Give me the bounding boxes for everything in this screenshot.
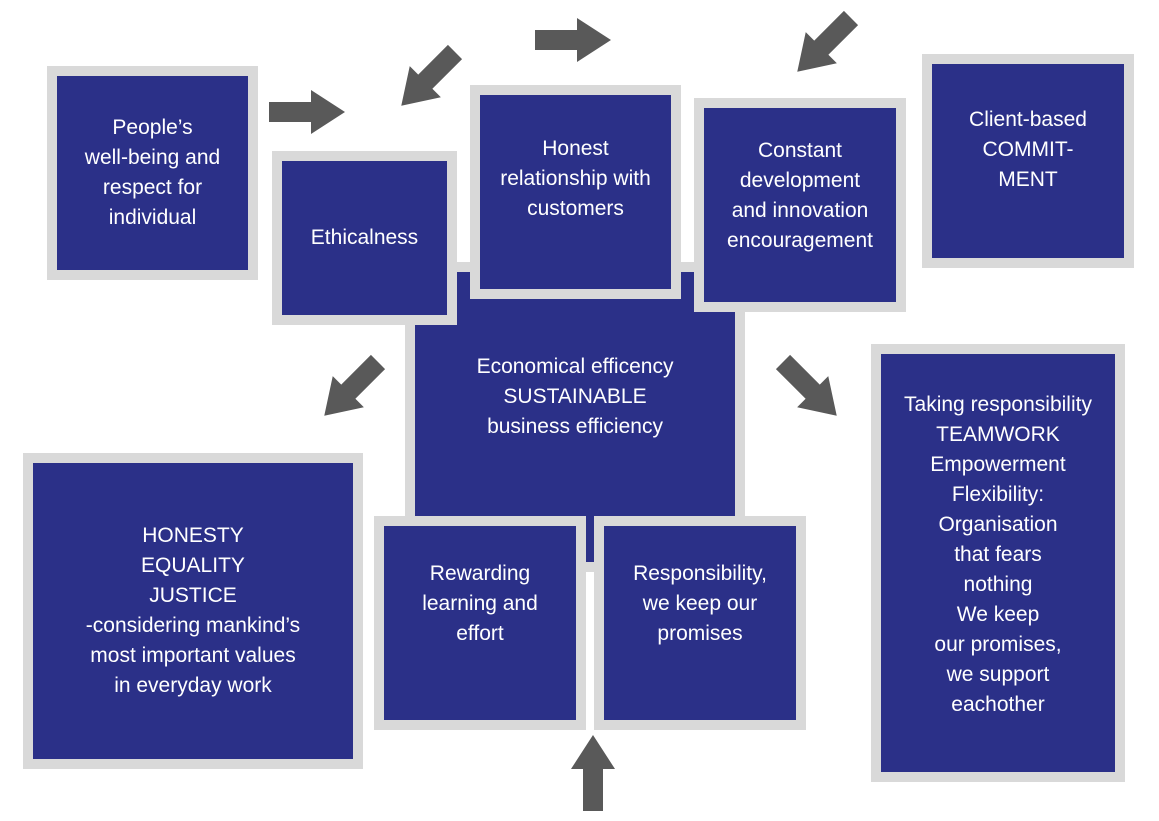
arrow-down-right-teamwork bbox=[767, 346, 853, 432]
ethicalness-text: Ethicalness bbox=[310, 226, 419, 249]
box-honest-relationship: Honest relationship with customers bbox=[470, 85, 681, 299]
rewarding-learning-text: Rewarding learning and effort bbox=[422, 562, 538, 645]
arrow-right-top bbox=[535, 18, 611, 62]
box-honesty-equality: HONESTY EQUALITY JUSTICE -considering ma… bbox=[23, 453, 363, 769]
box-wellbeing: People’s well-being and respect for indi… bbox=[47, 66, 258, 280]
responsibility-promises-text: Responsibility, we keep our promises bbox=[633, 562, 767, 645]
box-responsibility-promises: Responsibility, we keep our promises bbox=[594, 516, 806, 730]
box-rewarding-learning: Rewarding learning and effort bbox=[374, 516, 586, 730]
wellbeing-text: People’s well-being and respect for indi… bbox=[84, 116, 221, 229]
arrow-down-left-ethicalness bbox=[385, 36, 471, 122]
box-client-commitment: Client-based COMMIT- MENT bbox=[922, 54, 1134, 268]
arrow-up-bottom bbox=[571, 735, 615, 811]
arrow-down-left-development bbox=[781, 2, 867, 88]
honesty-equality-text: HONESTY EQUALITY JUSTICE -considering ma… bbox=[85, 524, 301, 697]
economical-efficiency-text: Economical efficency SUSTAINABLE busines… bbox=[476, 355, 674, 438]
client-commitment-text: Client-based COMMIT- MENT bbox=[969, 108, 1087, 191]
constant-development-text: Constant development and innovation enco… bbox=[727, 139, 873, 252]
box-constant-development: Constant development and innovation enco… bbox=[694, 98, 906, 312]
arrow-down-left-honesty bbox=[308, 346, 394, 432]
honest-relationship-text: Honest relationship with customers bbox=[500, 137, 651, 220]
box-ethicalness: Ethicalness bbox=[272, 151, 457, 325]
box-teamwork: Taking responsibility TEAMWORK Empowerme… bbox=[871, 344, 1125, 782]
teamwork-text: Taking responsibility TEAMWORK Empowerme… bbox=[904, 393, 1092, 716]
arrow-right-wellbeing bbox=[269, 90, 345, 134]
